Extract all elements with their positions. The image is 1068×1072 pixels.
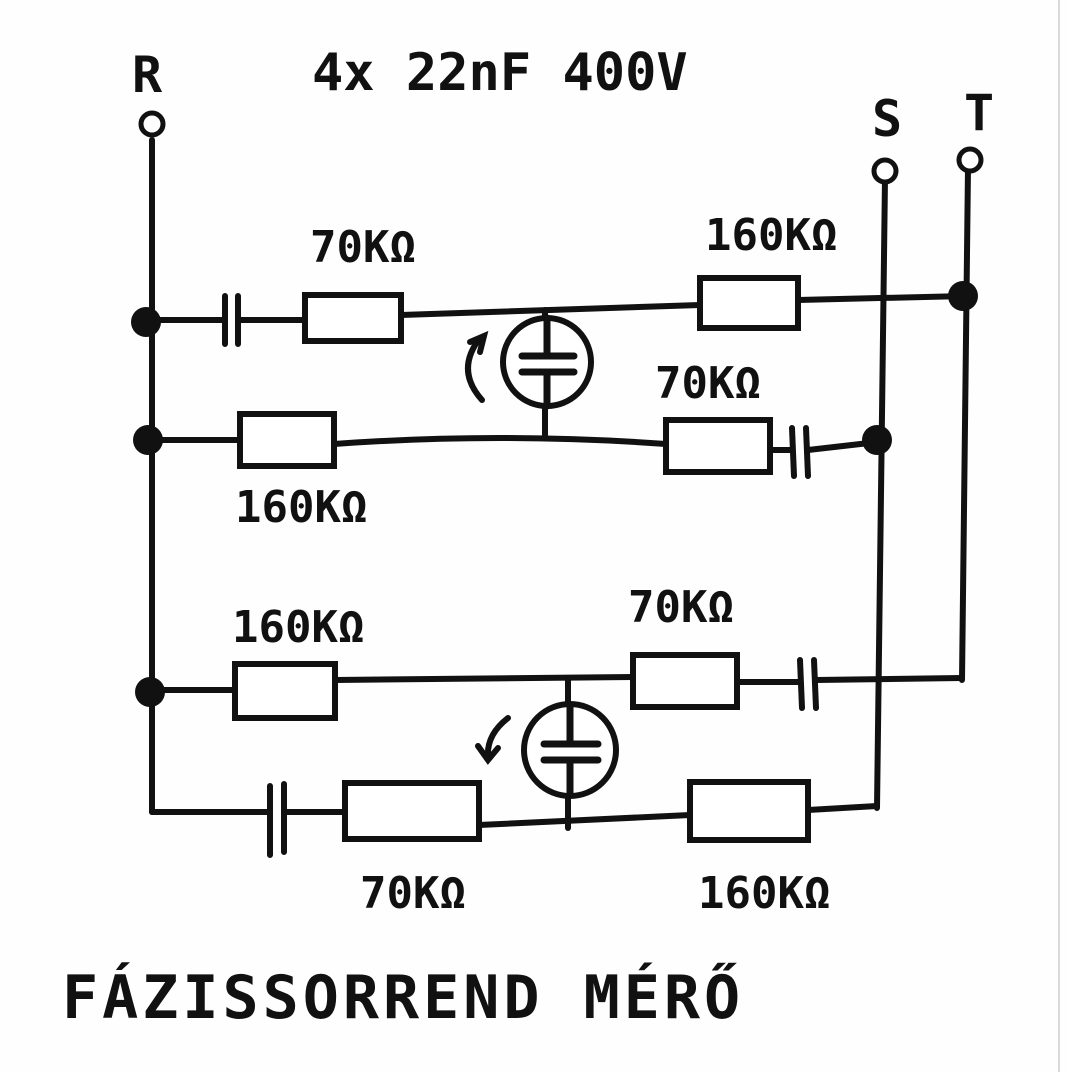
terminal-r-label: R <box>132 46 163 104</box>
row2-right-resistor-label: 70KΩ <box>655 358 761 409</box>
capacitor-spec-caption: 4x 22nF 400V <box>312 43 688 103</box>
row2-left-resistor-label: 160KΩ <box>235 482 367 533</box>
rotation-arrow-upper-icon <box>465 335 485 403</box>
rail-t <box>959 165 971 683</box>
terminal-s-label: S <box>872 90 902 148</box>
junction-t-row1 <box>948 281 978 311</box>
rotation-arrow-lower-icon <box>484 715 511 761</box>
row3-left-resistor-label: 160KΩ <box>232 602 364 653</box>
terminal-r <box>138 110 166 138</box>
row3-wire-b <box>332 674 636 683</box>
rotation-arrow-upper-head-icon <box>467 330 489 355</box>
neon-lamp-upper-electrodes <box>518 314 578 410</box>
row3-left-resistor <box>232 661 338 721</box>
rail-s <box>874 175 888 811</box>
row3-wire-d <box>813 675 965 683</box>
row1-right-resistor-label: 160KΩ <box>705 210 837 261</box>
row4-capacitor <box>267 781 287 858</box>
diagram-title: FÁZISSORREND MÉRŐ <box>62 961 744 1033</box>
rotation-arrow-lower-head-icon <box>475 743 501 765</box>
row3-capacitor <box>797 657 819 711</box>
row4-wire-c <box>476 812 693 828</box>
row1-left-resistor-label: 70KΩ <box>310 222 416 273</box>
terminal-t <box>956 146 984 174</box>
row4-wire-d <box>805 803 880 813</box>
neon-lamp-lower-electrodes <box>540 702 602 798</box>
row1-wire-c <box>398 302 703 318</box>
junction-r-row3 <box>135 677 165 707</box>
row4-left-resistor-label: 70KΩ <box>360 868 466 919</box>
row4-right-resistor <box>687 779 811 843</box>
row2-right-resistor <box>663 417 773 475</box>
row2-left-resistor <box>237 411 337 469</box>
row1-wire-d <box>795 293 969 303</box>
terminal-t-label: T <box>964 84 994 142</box>
junction-r-row1 <box>131 307 161 337</box>
row2-capacitor <box>789 425 811 479</box>
junction-r-row2 <box>133 425 163 455</box>
row3-right-resistor <box>630 652 740 710</box>
paper-edge <box>1058 0 1060 1072</box>
row4-right-resistor-label: 160KΩ <box>698 868 830 919</box>
junction-s-row2 <box>862 425 892 455</box>
terminal-s <box>871 157 899 185</box>
row1-left-resistor <box>302 292 404 344</box>
row3-right-resistor-label: 70KΩ <box>628 582 734 633</box>
row2-wire-b <box>331 435 669 447</box>
row1-right-resistor <box>697 275 801 331</box>
row4-left-resistor <box>342 780 482 842</box>
